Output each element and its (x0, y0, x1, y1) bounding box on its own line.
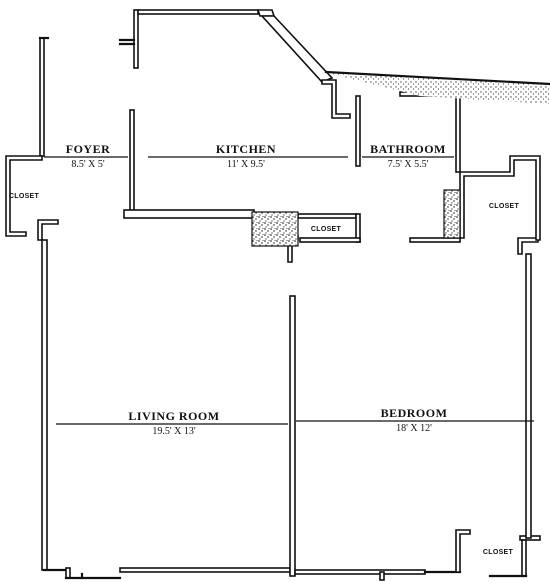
bathroom-dimensions: 7.5' X 5.5' (388, 159, 429, 170)
kitchen-label: KITCHEN (216, 142, 276, 156)
bedroom-dimensions: 18' X 12' (396, 423, 432, 434)
closet-label-bottom-right: CLOSET (483, 549, 514, 556)
kitchen-chase (251, 211, 299, 247)
room-labels: FOYER 8.5' X 5' KITCHEN 11' X 9.5' BATHR… (66, 142, 448, 437)
living-room-dimensions: 19.5' X 13' (152, 426, 196, 437)
closet-labels: CLOSET CLOSET CLOSET CLOSET (9, 193, 520, 556)
closet-label-left: CLOSET (9, 193, 40, 200)
dimension-lines (44, 156, 534, 425)
bathroom-chase (443, 189, 461, 239)
closet-label-kitchen: CLOSET (311, 226, 342, 233)
closet-label-bathroom-side: CLOSET (489, 203, 520, 210)
kitchen-dimensions: 11' X 9.5' (227, 159, 265, 170)
foyer-dimensions: 8.5' X 5' (71, 159, 105, 170)
bedroom-label: BEDROOM (381, 406, 448, 420)
bathroom-label: BATHROOM (370, 142, 446, 156)
outer-walls (5, 9, 550, 581)
living-room-label: LIVING ROOM (128, 409, 219, 423)
interior-walls (123, 189, 461, 263)
foyer-label: FOYER (66, 142, 111, 156)
